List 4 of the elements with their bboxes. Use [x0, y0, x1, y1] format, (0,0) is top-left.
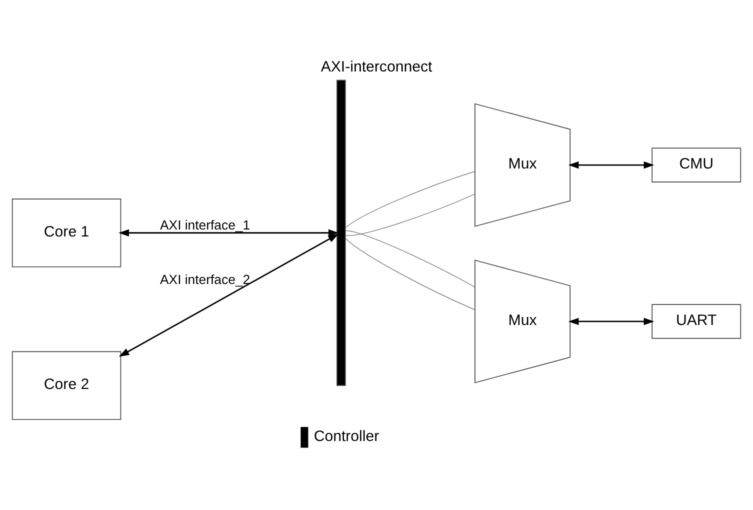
- diagram-title: AXI-interconnect: [320, 58, 432, 76]
- edge-label: AXI interface_2: [160, 271, 250, 286]
- edge-label: AXI interface_1: [160, 216, 250, 232]
- legend-label: Controller: [314, 427, 380, 444]
